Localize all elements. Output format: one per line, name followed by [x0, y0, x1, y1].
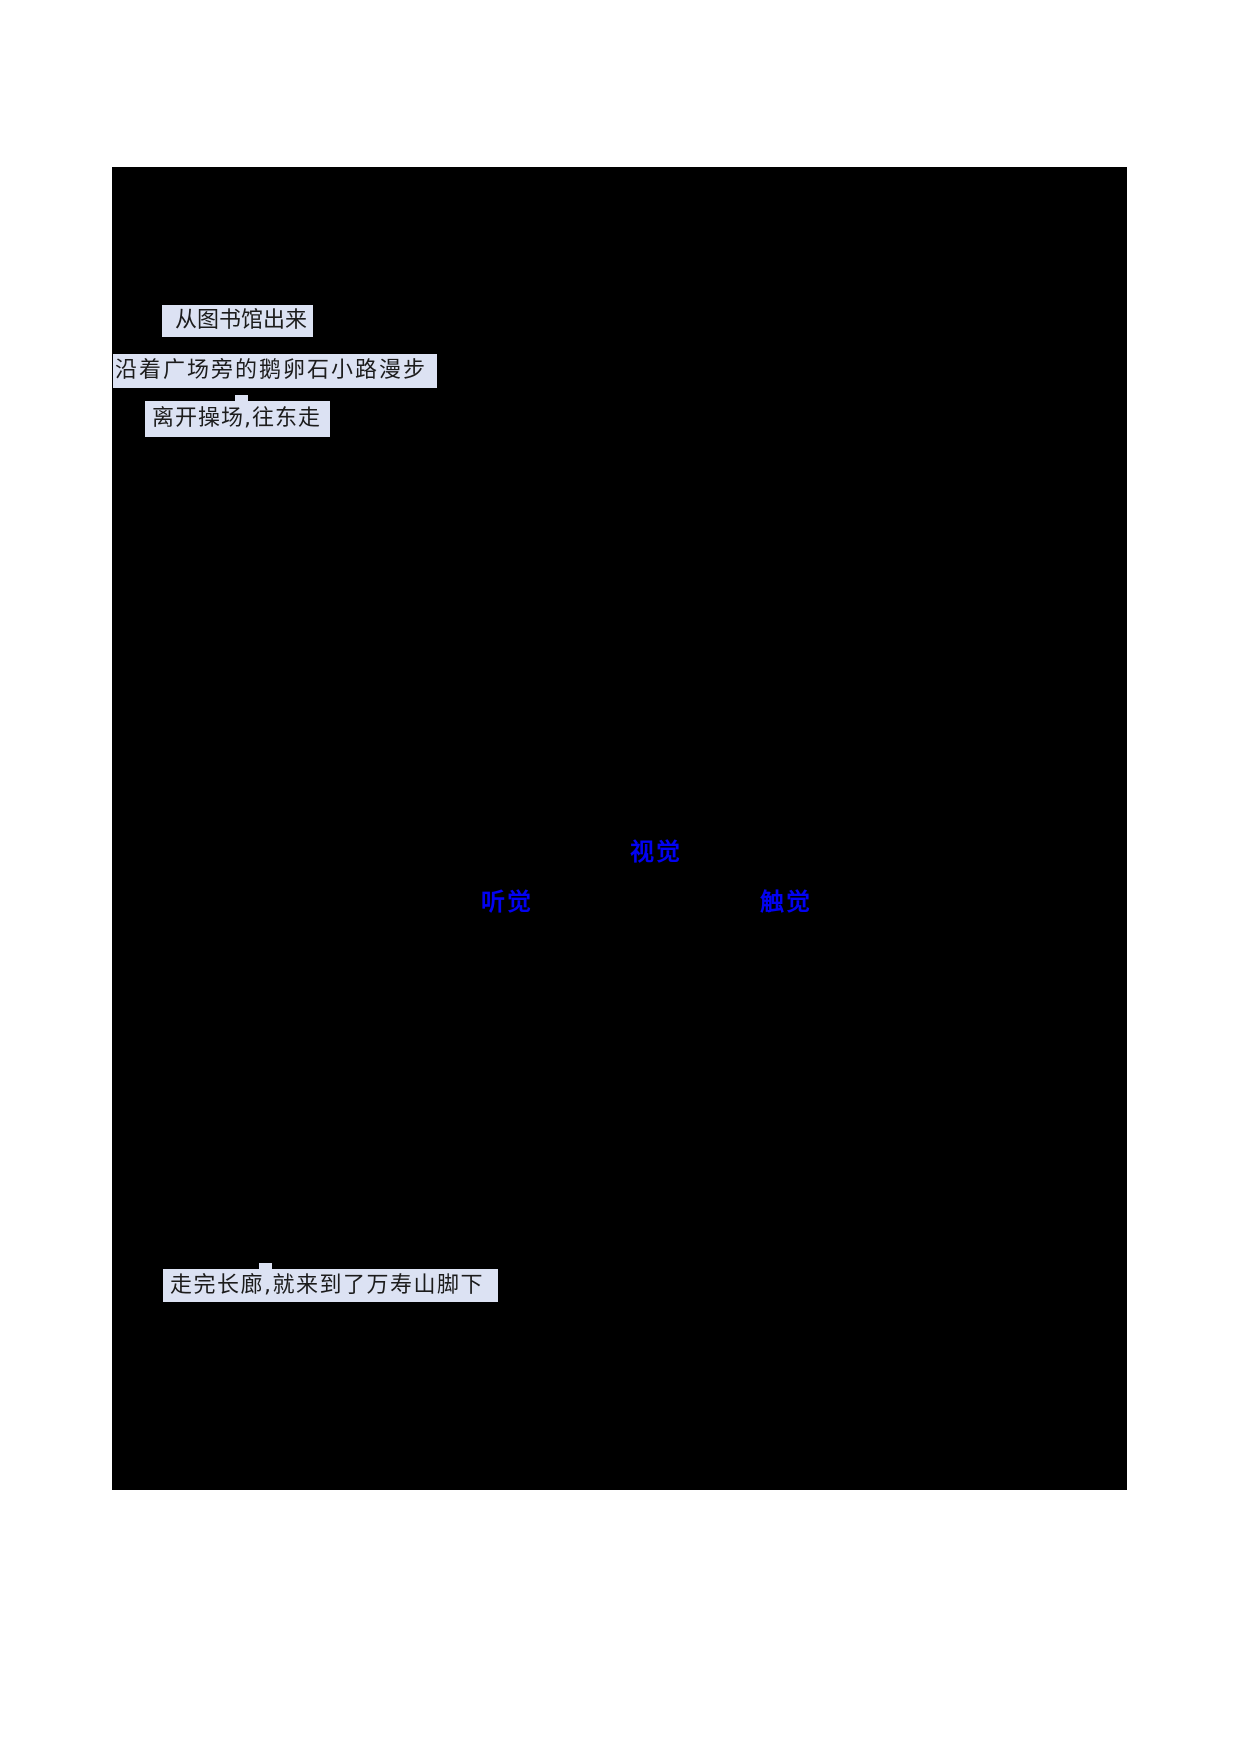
sense-label-vision: 视觉 — [630, 838, 682, 866]
highlighted-phrase-library: 从图书馆出来 — [162, 305, 313, 337]
sense-label-hearing: 听觉 — [481, 888, 533, 916]
highlighted-phrase-cobblestone-path: 沿着广场旁的鹅卵石小路漫步 — [113, 354, 437, 388]
sense-label-touch: 触觉 — [760, 888, 812, 916]
comma-highlight-tab — [259, 1263, 272, 1271]
comma-highlight-tab — [235, 395, 248, 403]
highlighted-phrase-longevity-hill: 走完长廊,就来到了万寿山脚下 — [163, 1269, 498, 1302]
highlighted-phrase-playground-east: 离开操场,往东走 — [145, 401, 330, 437]
